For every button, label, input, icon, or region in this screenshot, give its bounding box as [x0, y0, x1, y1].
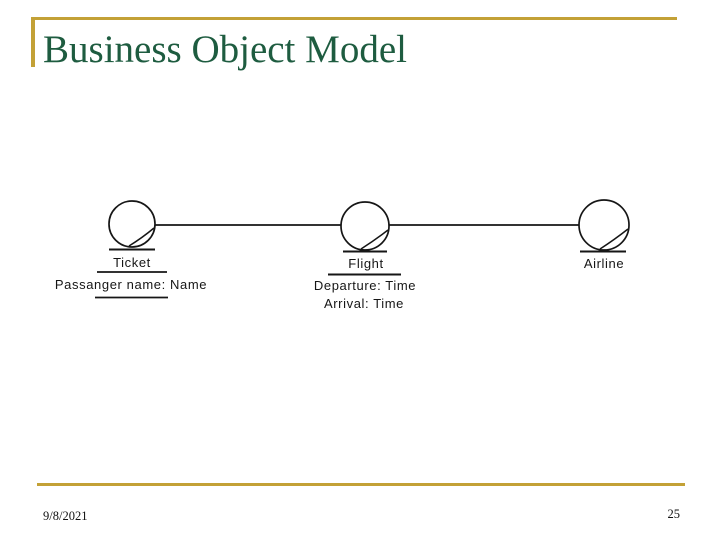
- title-accent-bar-left: [31, 17, 35, 67]
- flight-entity-circle-icon: [340, 201, 390, 251]
- footer-divider-line: [37, 483, 685, 486]
- flight-attribute-departure: Departure: Time: [314, 278, 416, 293]
- flight-attribute-arrival: Arrival: Time: [324, 296, 404, 311]
- entity-flight: Flight Departure: Time Arrival: Time: [314, 201, 416, 311]
- airline-entity-slash-icon: [599, 228, 629, 250]
- slide-title: Business Object Model: [43, 28, 407, 71]
- flight-entity-label: Flight: [348, 256, 383, 271]
- ticket-entity-slash-icon: [128, 227, 155, 247]
- airline-entity-circle-icon: [578, 199, 630, 251]
- footer-page-number: 25: [667, 507, 681, 521]
- title-accent-line-top: [31, 17, 677, 20]
- ticket-entity-label: Ticket: [113, 255, 151, 270]
- entity-airline: Airline: [578, 199, 630, 271]
- airline-entity-label: Airline: [584, 256, 624, 271]
- entity-ticket: Ticket Passanger name: Name: [55, 200, 207, 299]
- footer-date: 9/8/2021: [43, 509, 88, 523]
- ticket-entity-circle-icon: [108, 200, 156, 248]
- ticket-attribute-label: Passanger name: Name: [55, 277, 207, 292]
- flight-entity-slash-icon: [360, 229, 389, 250]
